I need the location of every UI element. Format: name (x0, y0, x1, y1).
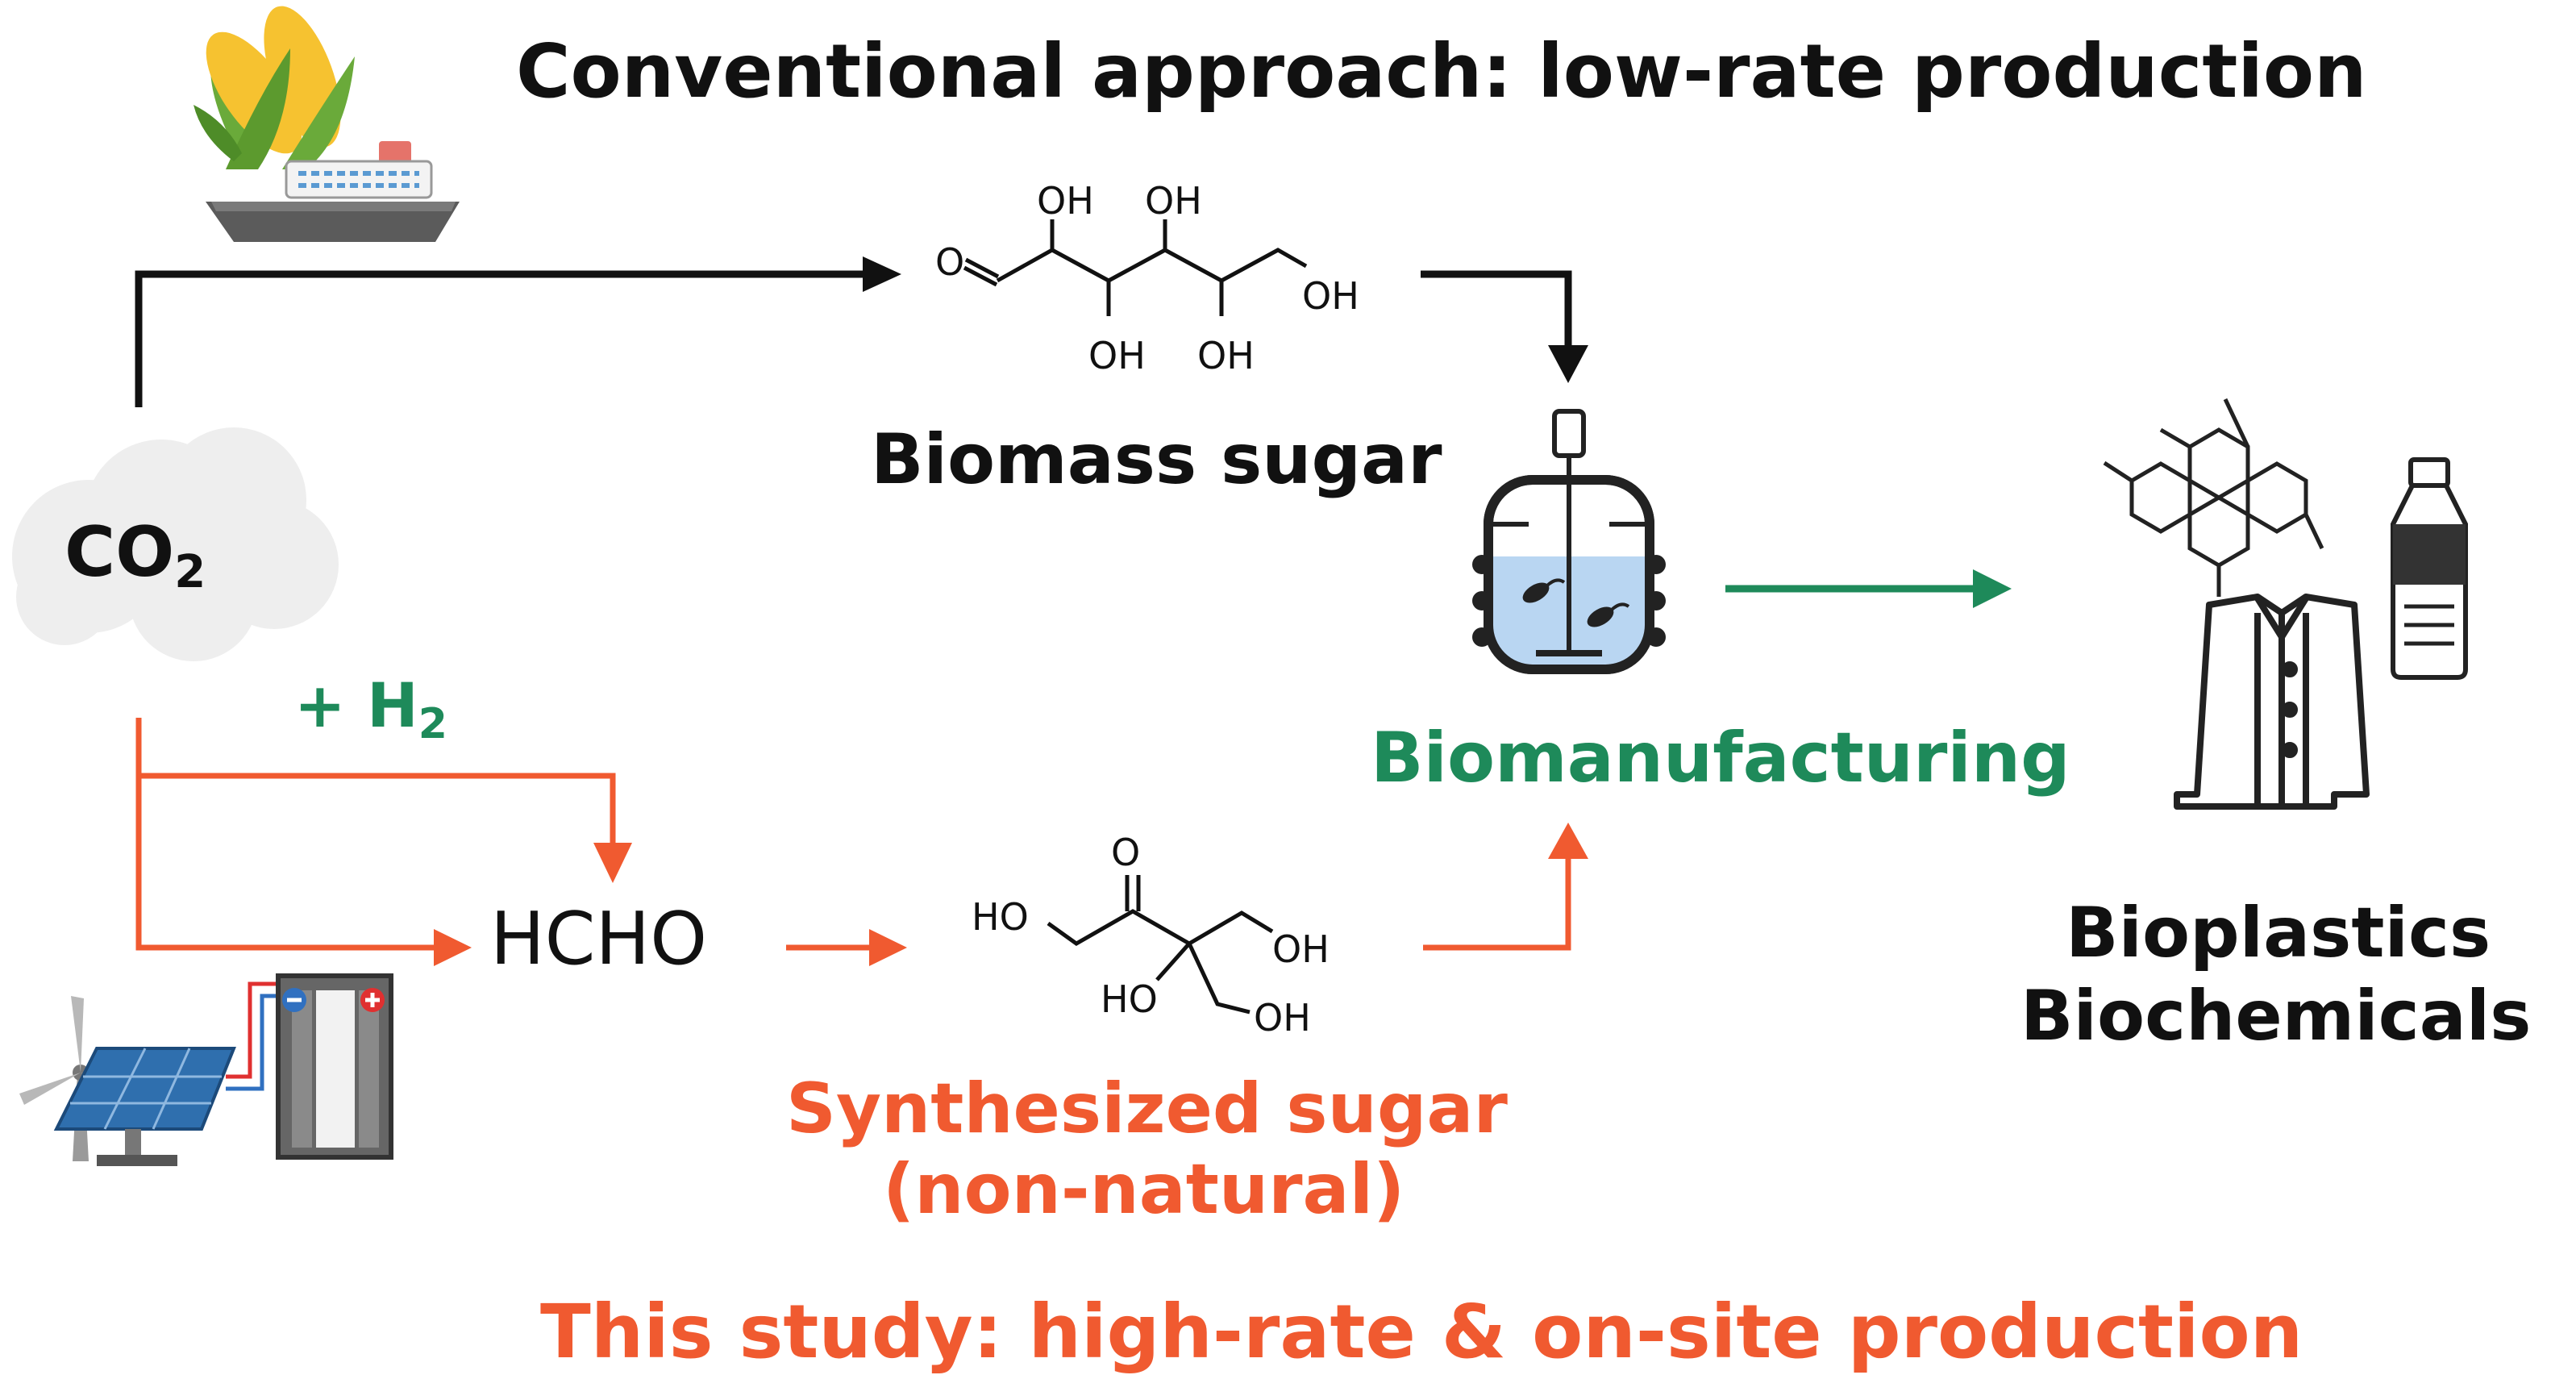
biochemicals-label: Biochemicals (2020, 976, 2532, 1056)
wire-red (226, 981, 289, 1079)
sugar-to-reactor-line (1421, 270, 1572, 351)
h2-label: + H2 (294, 669, 447, 748)
h2-main: + H (294, 669, 418, 741)
electrolyzer-icon (276, 973, 393, 1160)
glucose-oh-label: OH (1197, 334, 1255, 377)
non-natural-label: (non-natural) (883, 1149, 1405, 1230)
biomanufacturing-label: Biomanufacturing (1371, 718, 2070, 798)
arrowhead (869, 929, 907, 966)
bioplastics-label: Bioplastics (2066, 893, 2491, 973)
bioreactor-icon (1472, 409, 1666, 674)
glucose-molecule (963, 219, 1308, 316)
biomass-sugar-label: Biomass sugar (871, 419, 1442, 500)
synth-oh-label: OH (1272, 927, 1330, 971)
arrowhead (1548, 345, 1588, 383)
arrowhead (863, 256, 901, 292)
glucose-o-label: O (935, 240, 965, 284)
arrowhead (593, 843, 632, 883)
ship-icon (206, 141, 460, 242)
glucose-oh-label: OH (1145, 179, 1202, 223)
synth-oh-label: OH (1254, 996, 1311, 1040)
co2-label: CO2 (65, 512, 206, 598)
this-study-title: This study: high-rate & on-site producti… (540, 1289, 2303, 1375)
synthesized-sugar-label: Synthesized sugar (786, 1069, 1508, 1149)
bottle-icon (2391, 457, 2468, 680)
arrowhead (434, 929, 472, 966)
synthesized-sugar-molecule (1047, 875, 1274, 1015)
co2-main: CO (65, 512, 175, 593)
glucose-oh-label: OH (1302, 274, 1359, 318)
co2-subscript: 2 (174, 546, 206, 598)
conventional-path-line (135, 270, 887, 407)
h2-subscript: 2 (418, 700, 447, 748)
shirt-icon (2174, 594, 2370, 810)
synthesized-path (135, 718, 1571, 951)
synth-ho-label: HO (972, 895, 1029, 939)
cloud-icon (12, 427, 339, 661)
polymer-structure-icon (2103, 398, 2324, 597)
corn-icon (194, 6, 355, 169)
glucose-oh-label: OH (1037, 179, 1094, 223)
arrowhead (1973, 569, 2012, 608)
conventional-approach-title: Conventional approach: low-rate producti… (516, 28, 2367, 115)
synth-o-label: O (1111, 831, 1141, 874)
arrowhead (1548, 823, 1588, 859)
synth-ho-label: HO (1101, 977, 1158, 1021)
solar-panel-icon (53, 1047, 236, 1166)
glucose-oh-label: OH (1088, 334, 1146, 377)
hcho-label: HCHO (490, 897, 708, 981)
